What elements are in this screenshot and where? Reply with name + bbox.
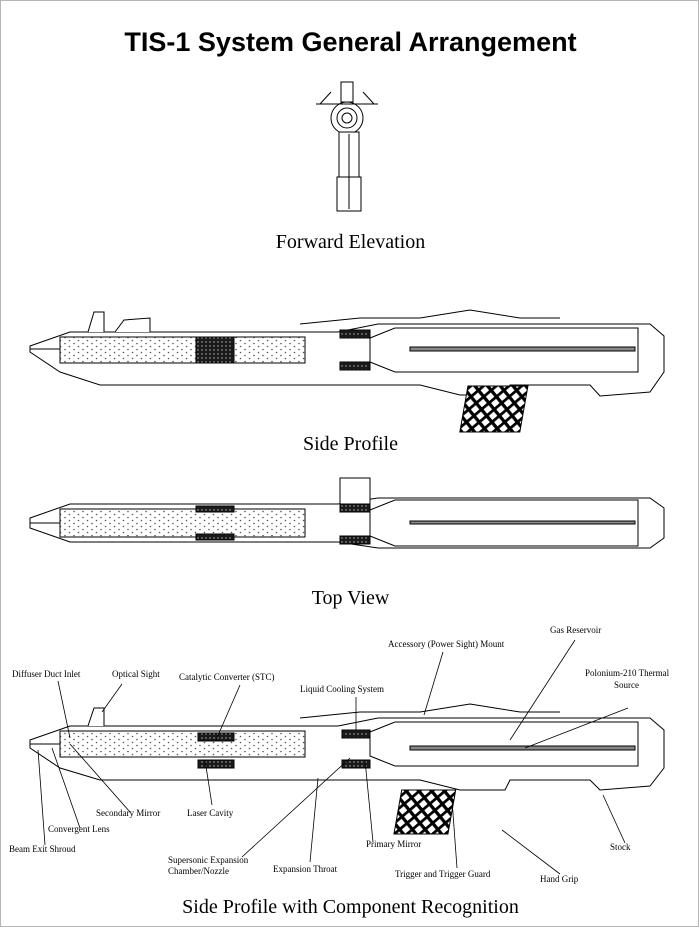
label-polonium-line1: Polonium-210 Thermal <box>585 668 670 678</box>
label-beam-exit-shroud: Beam Exit Shroud <box>9 844 76 854</box>
caption-side-profile: Side Profile <box>303 433 398 455</box>
side-profile-view <box>29 309 665 433</box>
caption-side-profile-components: Side Profile with Component Recognition <box>182 896 519 918</box>
label-stock: Stock <box>610 842 631 852</box>
component-view <box>29 703 665 835</box>
label-primary-mirror: Primary Mirror <box>366 839 421 849</box>
label-catalytic-converter: Catalytic Converter (STC) <box>179 672 274 682</box>
label-supersonic-line1: Supersonic Expansion <box>168 855 249 865</box>
label-expansion-throat: Expansion Throat <box>273 864 338 874</box>
caption-forward-elevation: Forward Elevation <box>275 231 426 253</box>
label-liquid-cooling-system: Liquid Cooling System <box>300 684 384 694</box>
label-gas-reservoir: Gas Reservoir <box>550 625 601 635</box>
label-trigger: Trigger and Trigger Guard <box>395 869 491 879</box>
label-secondary-mirror: Secondary Mirror <box>96 808 160 818</box>
label-polonium-line2: Source <box>614 680 639 690</box>
top-view <box>29 477 665 549</box>
label-supersonic-line2: Chamber/Nozzle <box>168 866 229 876</box>
forward-elevation-view <box>316 81 378 212</box>
diagram-title: TIS-1 System General Arrangement <box>124 27 577 57</box>
caption-top-view: Top View <box>311 587 390 609</box>
leader-lines <box>37 639 629 875</box>
label-optical-sight: Optical Sight <box>112 669 160 679</box>
label-accessory-mount: Accessory (Power Sight) Mount <box>388 639 505 649</box>
label-diffuser-duct-inlet: Diffuser Duct Inlet <box>12 669 81 679</box>
label-laser-cavity: Laser Cavity <box>187 808 234 818</box>
component-labels: Diffuser Duct Inlet Optical Sight Cataly… <box>9 625 670 884</box>
label-hand-grip: Hand Grip <box>540 874 579 884</box>
label-convergent-lens: Convergent Lens <box>48 824 110 834</box>
